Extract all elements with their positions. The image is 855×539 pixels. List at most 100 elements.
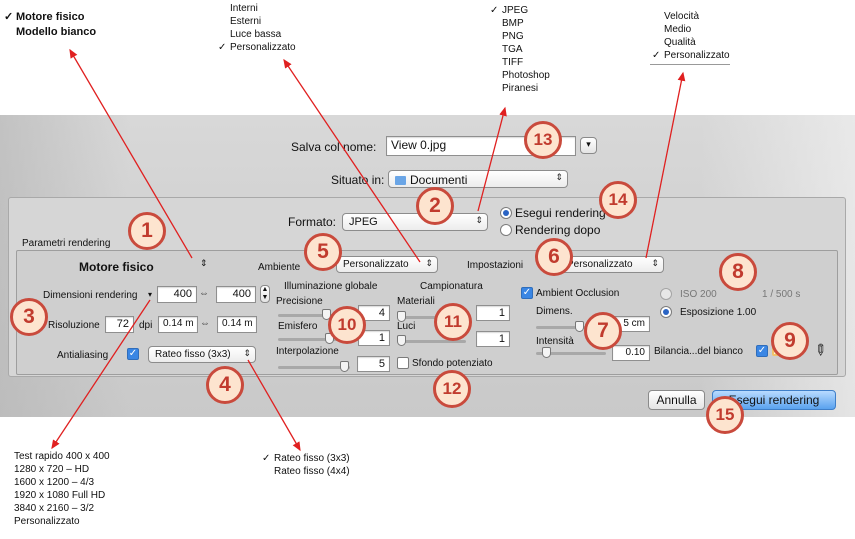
antialiasing-menu-item[interactable]: Rateo fisso (4x4) <box>274 466 350 477</box>
engine-menu-item[interactable]: Modello bianco <box>16 26 97 38</box>
size-menu: Test rapido 400 x 400 1280 x 720 – HD 16… <box>0 450 110 528</box>
white-balance-checkbox[interactable]: ✓ <box>756 345 768 357</box>
size-menu-item[interactable]: 3840 x 2160 – 3/2 <box>14 503 95 514</box>
materials-slider-knob[interactable] <box>397 311 406 322</box>
badge-2: 2 <box>416 187 454 225</box>
badge-10: 10 <box>328 306 366 344</box>
intensity-slider-knob[interactable] <box>542 347 551 358</box>
format-menu-item[interactable]: TIFF <box>502 57 524 68</box>
resolution-label: Risoluzione <box>48 320 100 331</box>
link-icon[interactable]: ⇔ <box>199 288 209 299</box>
size-stepper[interactable]: ▲▼ <box>260 285 270 303</box>
exposure-radio[interactable] <box>660 306 672 318</box>
size-menu-item[interactable]: 1600 x 1200 – 4/3 <box>14 477 95 488</box>
engine-label[interactable]: Motore fisico <box>79 260 154 274</box>
badge-12: 12 <box>433 370 471 408</box>
intensity-label: Intensità <box>536 336 574 347</box>
antialiasing-menu-item[interactable]: ✓Rateo fisso (3x3) <box>262 453 350 464</box>
ambient-occlusion-checkbox[interactable]: ✓ <box>521 287 533 299</box>
settings-menu-item[interactable]: ✓Personalizzato <box>652 50 730 61</box>
iso-label: ISO 200 <box>680 289 717 300</box>
engine-menu-item[interactable]: ✓Motore fisico <box>4 11 85 23</box>
chevron-updown-icon: ⇕ <box>555 172 563 182</box>
format-menu-item[interactable]: BMP <box>502 18 524 29</box>
size-menu-item[interactable]: Test rapido 400 x 400 <box>14 451 110 462</box>
size-menu-item[interactable]: 1280 x 720 – HD <box>14 464 90 475</box>
precision-slider[interactable] <box>278 314 360 317</box>
dimension-slider[interactable] <box>536 326 606 329</box>
format-menu-item[interactable]: Photoshop <box>502 70 550 81</box>
badge-9: 9 <box>771 322 809 360</box>
enhanced-background-label: Sfondo potenziato <box>412 358 493 369</box>
size-width-m-input[interactable]: 0.14 m <box>158 316 198 333</box>
chevron-updown-icon: ⇕ <box>425 258 433 268</box>
badge-6: 6 <box>535 238 573 276</box>
link-icon[interactable]: ⇔ <box>200 318 210 329</box>
dimension-slider-knob[interactable] <box>575 321 584 332</box>
size-height-m-input[interactable]: 0.14 m <box>217 316 257 333</box>
engine-menu: ✓Motore fisico Modello bianco <box>2 10 97 40</box>
iso-radio[interactable] <box>660 288 672 300</box>
antialiasing-menu: ✓Rateo fisso (3x3) Rateo fisso (4x4) <box>260 452 350 478</box>
badge-14: 14 <box>599 181 637 219</box>
lights-slider[interactable] <box>398 340 466 343</box>
render-button[interactable]: Esegui rendering <box>712 390 836 410</box>
gi-title: Illuminazione globale <box>284 281 378 292</box>
dpi-input[interactable]: 72 <box>105 316 134 333</box>
hemisphere-slider[interactable] <box>278 338 360 341</box>
format-menu-item[interactable]: PNG <box>502 31 524 42</box>
size-menu-item[interactable]: Personalizzato <box>14 516 80 527</box>
format-menu-item[interactable]: TGA <box>502 44 523 55</box>
ambient-menu-item[interactable]: Esterni <box>230 16 262 27</box>
badge-5: 5 <box>304 233 342 271</box>
settings-popup[interactable]: Personalizzato⇕ <box>560 256 664 273</box>
height-input[interactable]: 400 <box>216 286 256 303</box>
size-menu-item[interactable]: 1920 x 1080 Full HD <box>14 490 106 501</box>
interpolation-input[interactable]: 5 <box>357 356 390 372</box>
render-later-radio[interactable] <box>500 224 512 236</box>
interpolation-slider-knob[interactable] <box>340 361 349 372</box>
dimension-label: Dimens. <box>536 306 573 317</box>
exposure-label: Esposizione 1.00 <box>680 307 757 318</box>
ambient-menu-item[interactable]: Luce bassa <box>230 29 282 40</box>
antialiasing-popup[interactable]: Rateo fisso (3x3)⇕ <box>148 346 256 363</box>
enhanced-background-checkbox[interactable] <box>397 357 409 369</box>
where-popup[interactable]: Documenti⇕ <box>388 170 568 188</box>
save-as-label: Salva col nome: <box>291 140 377 154</box>
antialiasing-label: Antialiasing <box>57 350 109 361</box>
settings-menu-item[interactable]: Qualità <box>664 37 696 48</box>
settings-menu-item[interactable]: Medio <box>664 24 692 35</box>
render-params-title: Parametri rendering <box>22 238 111 249</box>
render-now-radio[interactable] <box>500 207 512 219</box>
ambient-menu-item[interactable]: ✓Personalizzato <box>218 42 296 53</box>
settings-menu-item[interactable]: Velocità <box>664 11 700 22</box>
shutter-label: 1 / 500 s <box>762 289 801 300</box>
intensity-slider[interactable] <box>536 352 606 355</box>
format-menu-item[interactable]: ✓JPEG <box>490 5 529 16</box>
intensity-input[interactable]: 0.10 <box>612 345 650 361</box>
format-menu-item[interactable]: Piranesi <box>502 83 539 94</box>
chevron-updown-icon[interactable]: ⇕ <box>200 258 208 268</box>
width-input[interactable]: 400 <box>157 286 197 303</box>
hemisphere-label: Emisfero <box>278 321 318 332</box>
where-label: Situato in: <box>331 173 385 187</box>
format-popup[interactable]: JPEG⇕ <box>342 213 488 231</box>
precision-input[interactable]: 4 <box>358 305 390 321</box>
precision-label: Precisione <box>276 296 323 307</box>
interpolation-slider[interactable] <box>278 366 350 369</box>
badge-4: 4 <box>206 366 244 404</box>
lights-slider-knob[interactable] <box>397 335 406 346</box>
cancel-button[interactable]: Annulla <box>648 390 705 410</box>
size-dropdown-icon[interactable]: ▾ <box>148 290 153 299</box>
ambient-menu-item[interactable]: Interni <box>230 3 258 14</box>
lights-input[interactable]: 1 <box>476 331 510 347</box>
antialiasing-checkbox[interactable]: ✓ <box>127 348 139 360</box>
materials-label: Materiali <box>397 296 435 307</box>
materials-input[interactable]: 1 <box>476 305 510 321</box>
ambient-label: Ambiente <box>258 262 301 273</box>
lights-label: Luci <box>397 321 416 332</box>
expand-dialog-button[interactable]: ▾ <box>580 137 597 154</box>
interpolation-label: Interpolazione <box>276 346 339 357</box>
materials-slider[interactable] <box>398 316 466 319</box>
ambient-popup[interactable]: Personalizzato⇕ <box>336 256 438 273</box>
